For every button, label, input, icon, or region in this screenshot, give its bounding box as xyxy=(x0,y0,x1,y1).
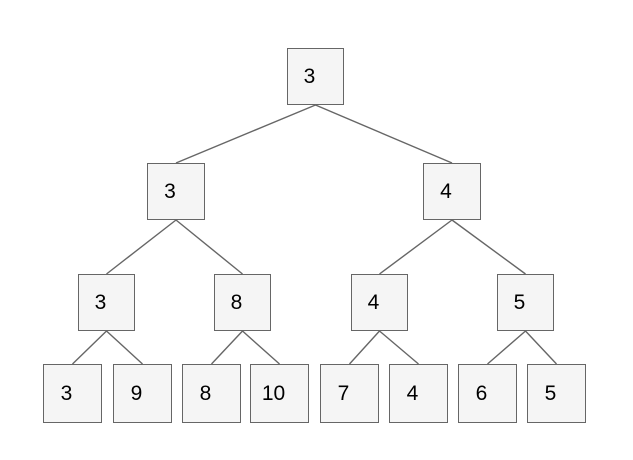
node-label: 10 xyxy=(261,382,286,405)
node-label: 3 xyxy=(303,65,316,88)
tree-node-l4-7: 5 xyxy=(527,364,586,423)
tree-node-l4-0: 3 xyxy=(43,364,102,423)
node-label: 3 xyxy=(60,382,73,405)
node-label: 5 xyxy=(544,382,557,405)
tree-node-l2-0: 3 xyxy=(147,163,205,220)
tree-node-l4-2: 8 xyxy=(182,364,241,423)
edge-l2-1-l3-2 xyxy=(379,219,453,275)
tree-node-l4-4: 7 xyxy=(320,364,379,423)
edge-l3-3-l4-6 xyxy=(487,330,526,365)
edge-l3-0-l4-1 xyxy=(106,330,143,365)
edge-l2-0-l3-1 xyxy=(175,219,243,275)
edge-l3-1-l4-2 xyxy=(210,330,244,365)
edge-l3-3-l4-7 xyxy=(524,330,558,365)
edge-l3-2-l4-4 xyxy=(348,330,381,365)
node-label: 4 xyxy=(367,291,380,314)
tree-node-l2-1: 4 xyxy=(423,163,481,220)
node-label: 6 xyxy=(475,382,488,405)
node-label: 4 xyxy=(440,180,452,203)
tree-node-root: 3 xyxy=(287,48,344,105)
tree-node-l3-3: 5 xyxy=(497,274,554,331)
node-label: 3 xyxy=(164,180,176,203)
tree-node-l4-3: 10 xyxy=(250,364,309,423)
node-label: 7 xyxy=(337,382,350,405)
node-label: 5 xyxy=(513,291,526,314)
node-label: 9 xyxy=(130,382,143,405)
node-label: 8 xyxy=(199,382,212,405)
tree-node-l3-0: 3 xyxy=(78,274,135,331)
edge-root-l2-0 xyxy=(175,104,316,164)
edge-l3-2-l4-5 xyxy=(379,330,419,365)
edge-l2-0-l3-0 xyxy=(106,219,177,275)
node-label: 3 xyxy=(94,291,107,314)
tree-node-l3-1: 8 xyxy=(214,274,271,331)
edge-l2-1-l3-3 xyxy=(451,219,526,275)
edge-l3-1-l4-3 xyxy=(242,330,280,365)
tree-node-l4-1: 9 xyxy=(113,364,172,423)
edge-root-l2-1 xyxy=(315,104,453,164)
tree-node-l4-5: 4 xyxy=(389,364,448,423)
node-label: 4 xyxy=(406,382,419,405)
edge-l3-0-l4-0 xyxy=(72,330,107,365)
node-label: 8 xyxy=(230,291,243,314)
tree-node-l4-6: 6 xyxy=(458,364,517,423)
tree-node-l3-2: 4 xyxy=(351,274,408,331)
